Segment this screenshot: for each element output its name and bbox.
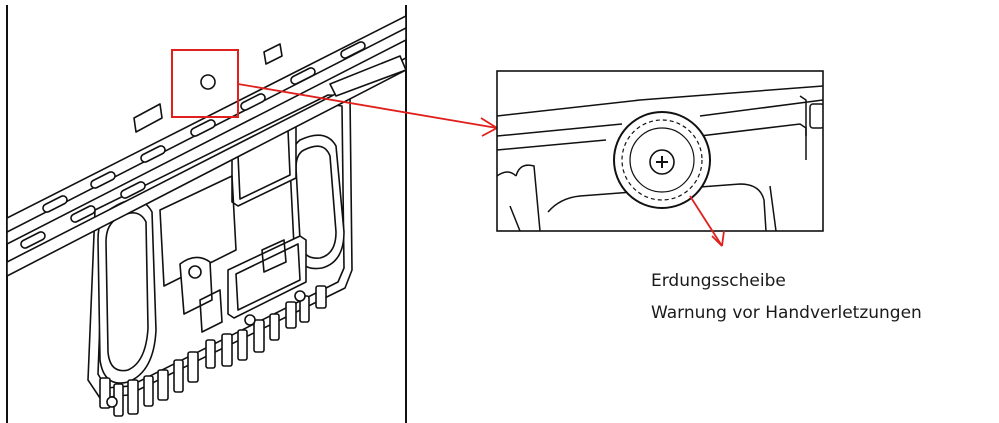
pointer-arrow-icon — [711, 230, 725, 247]
mounting-rail — [7, 15, 406, 277]
callout-arrow-icon — [480, 117, 498, 137]
hand-injury-warning-label: Warnung vor Handverletzungen — [651, 303, 922, 323]
washer-label: Erdungsscheibe — [651, 271, 786, 291]
zoom-detail-view — [496, 70, 824, 247]
detail-highlight — [171, 49, 498, 137]
grounding-washer-icon — [613, 111, 711, 209]
cable-connectors — [99, 285, 327, 417]
main-view-frame — [6, 5, 407, 423]
inverter-body — [87, 94, 353, 399]
